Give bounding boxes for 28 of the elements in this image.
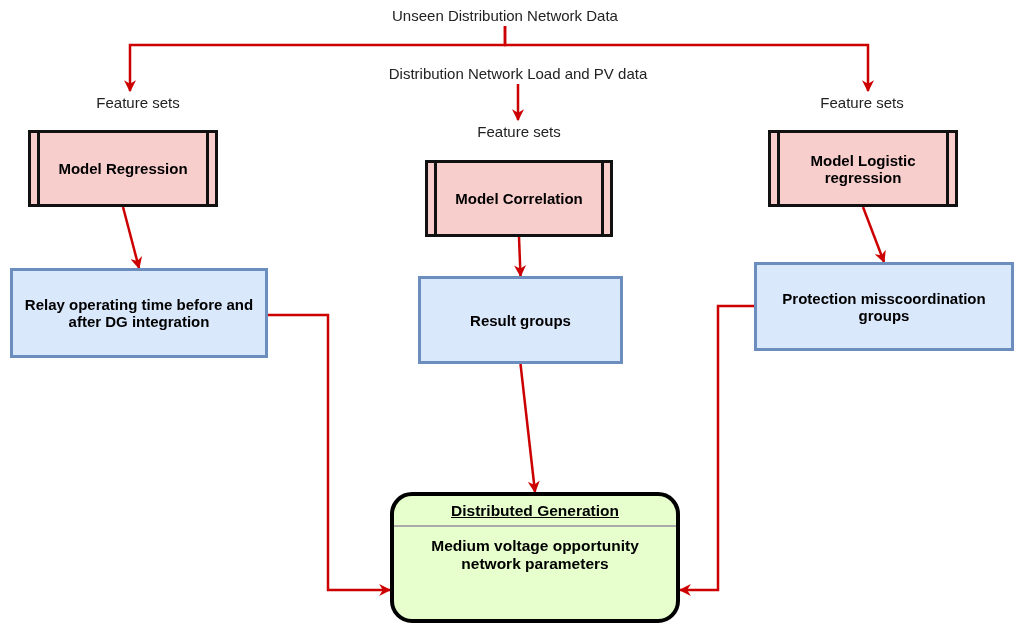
model-box xyxy=(425,160,613,237)
output-box xyxy=(390,492,680,623)
box-text: Protection misscoordination groups xyxy=(781,289,987,324)
box-text: Medium voltage opportunity network parameters xyxy=(430,536,640,574)
model-box xyxy=(28,130,218,207)
data-source-label: Unseen Distribution Network Data xyxy=(355,4,655,26)
arrow xyxy=(503,26,874,93)
box-text: Model Regression xyxy=(58,160,188,177)
box-text: Relay operating time before and after DG integration xyxy=(23,296,255,330)
arrow xyxy=(268,313,392,596)
arrow xyxy=(678,304,754,596)
data-source-label: Feature sets xyxy=(78,91,198,113)
model-box xyxy=(768,130,958,207)
data-source-label: Feature sets xyxy=(458,120,580,142)
box-heading: Distributed Generation xyxy=(394,496,676,527)
arrow xyxy=(514,236,527,278)
data-source-label: Feature sets xyxy=(802,91,922,113)
box-text: Model Correlation xyxy=(455,190,583,207)
arrow xyxy=(512,84,524,122)
result-box xyxy=(754,262,1014,351)
result-box xyxy=(418,276,623,364)
result-box xyxy=(10,268,268,358)
box-text: Model Logistic regression xyxy=(809,151,917,186)
box-text: Result groups xyxy=(470,311,571,329)
arrow xyxy=(861,206,886,264)
arrow xyxy=(519,363,540,494)
arrow xyxy=(121,206,143,270)
data-source-label: Distribution Network Load and PV data xyxy=(355,62,681,84)
